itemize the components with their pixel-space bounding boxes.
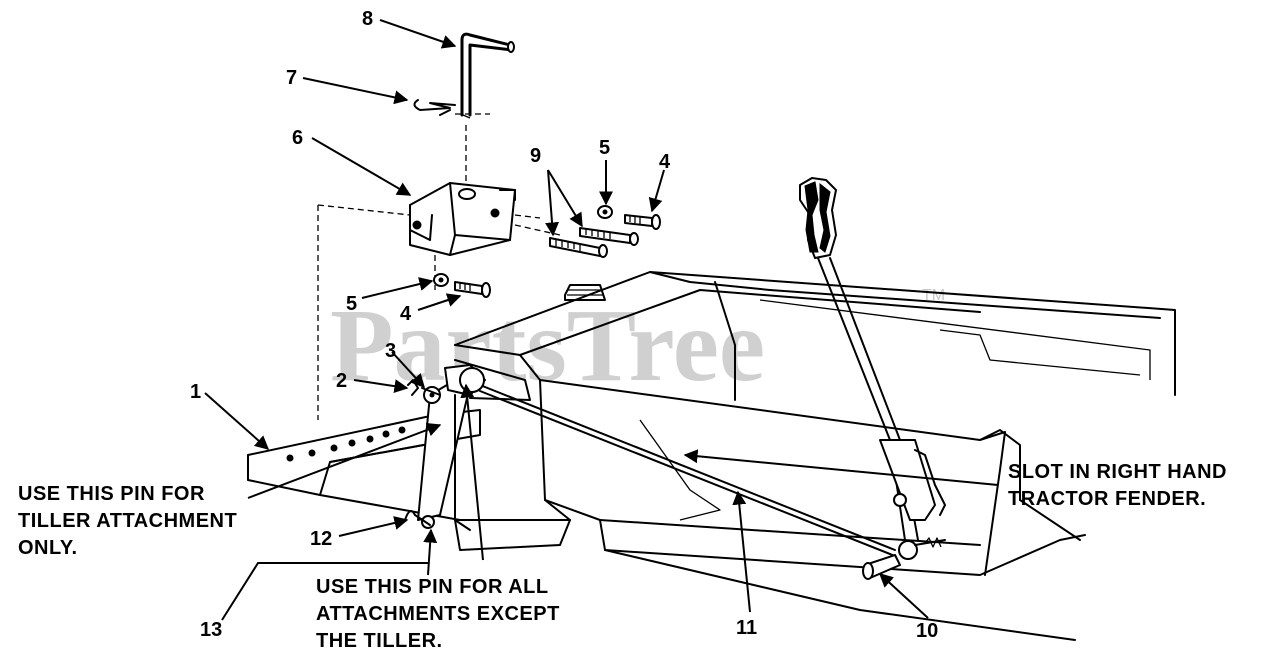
callout-13: 13 [200, 619, 222, 641]
note-all-attachments-pin: USE THIS PIN FOR ALL ATTACHMENTS EXCEPT … [316, 576, 560, 652]
part-4-bolt-upper [624, 214, 661, 230]
part-8-l-pin [460, 32, 515, 119]
callout-12: 12 [310, 528, 332, 550]
callout-8: 8 [362, 8, 373, 30]
note-tiller-line-2: TILLER ATTACHMENT [18, 510, 237, 532]
callout-5-upper: 5 [599, 137, 610, 159]
tractor-fender [454, 271, 1176, 641]
part-5-washer-lower [433, 273, 449, 287]
part-3-pin [421, 387, 441, 396]
part-7-hairpin-clip [413, 99, 456, 116]
note-tiller-line-1: USE THIS PIN FOR [18, 483, 205, 505]
callout-9: 9 [530, 145, 541, 167]
callout-4-lower: 4 [400, 303, 412, 325]
link-rod [479, 384, 896, 557]
callout-11: 11 [736, 617, 757, 639]
note-all-line-2: ATTACHMENTS EXCEPT [316, 603, 560, 625]
note-slot-line-2: TRACTOR FENDER. [1008, 488, 1206, 510]
part-4-bolt-lower [454, 281, 491, 298]
note-tiller-pin: USE THIS PIN FOR TILLER ATTACHMENT ONLY. [18, 483, 237, 559]
leader-lines [204, 19, 999, 621]
part-6-bracket [409, 182, 516, 256]
callout-7: 7 [286, 67, 297, 89]
callout-10: 10 [916, 620, 938, 642]
callout-3: 3 [385, 340, 396, 362]
part-10-pin [862, 554, 901, 580]
lift-lever [799, 177, 946, 560]
note-all-line-1: USE THIS PIN FOR ALL [316, 576, 549, 598]
note-slot-line-1: SLOT IN RIGHT HAND [1008, 461, 1227, 483]
callout-2: 2 [336, 370, 347, 392]
note-tiller-line-3: ONLY. [18, 537, 78, 559]
part-5-washer-upper [597, 205, 613, 219]
callout-numbers: 8 7 6 9 5 4 5 4 3 2 1 12 13 11 10 [190, 8, 938, 642]
note-all-line-3: THE TILLER. [316, 630, 443, 652]
assembly-lines [317, 113, 561, 420]
callout-5-lower: 5 [346, 293, 357, 315]
note-slot-fender: SLOT IN RIGHT HAND TRACTOR FENDER. [1008, 461, 1227, 510]
callout-4-upper: 4 [659, 151, 671, 173]
callout-6: 6 [292, 127, 303, 149]
callout-1: 1 [190, 381, 201, 403]
part-9-bolts [549, 227, 639, 258]
